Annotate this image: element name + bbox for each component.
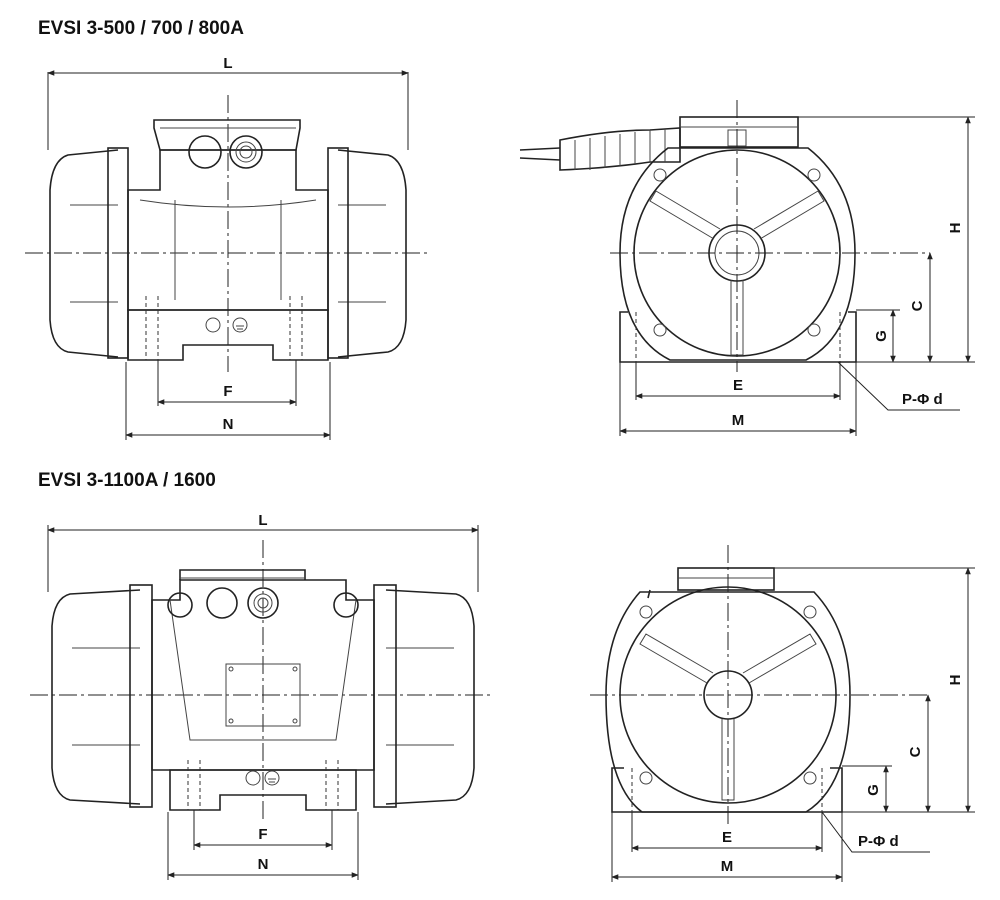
dim-label-G: G <box>873 330 890 342</box>
front-view-bottom: L F N <box>30 512 490 880</box>
dim-label-H-bottom: H <box>947 675 964 686</box>
dim-label-F-bottom: F <box>258 826 267 843</box>
dim-label-F: F <box>223 383 232 400</box>
dim-label-M: M <box>732 412 745 429</box>
dim-label-H: H <box>947 223 964 234</box>
dim-label-E: E <box>733 377 743 394</box>
dim-label-L: L <box>223 55 232 72</box>
dim-label-L-bottom: L <box>258 512 267 529</box>
front-view-top: L F N <box>25 55 430 440</box>
diagram-title-bottom: EVSI 3-1100A / 1600 <box>38 470 216 491</box>
dim-label-C-bottom: C <box>907 746 924 757</box>
side-view-bottom: H C G E M P-Φ d <box>590 545 975 882</box>
side-view-top: H C G E M P-Φ d <box>519 100 975 436</box>
dim-label-E-bottom: E <box>722 829 732 846</box>
dim-label-holes-bottom: P-Φ d <box>858 833 899 850</box>
dim-label-holes: P-Φ d <box>902 391 943 408</box>
dim-label-C: C <box>909 300 926 311</box>
dim-label-M-bottom: M <box>721 858 734 875</box>
dim-label-G-bottom: G <box>865 784 882 796</box>
diagram-title-top: EVSI 3-500 / 700 / 800A <box>38 18 244 39</box>
dim-label-N-bottom: N <box>258 856 269 873</box>
dim-label-N: N <box>223 416 234 433</box>
